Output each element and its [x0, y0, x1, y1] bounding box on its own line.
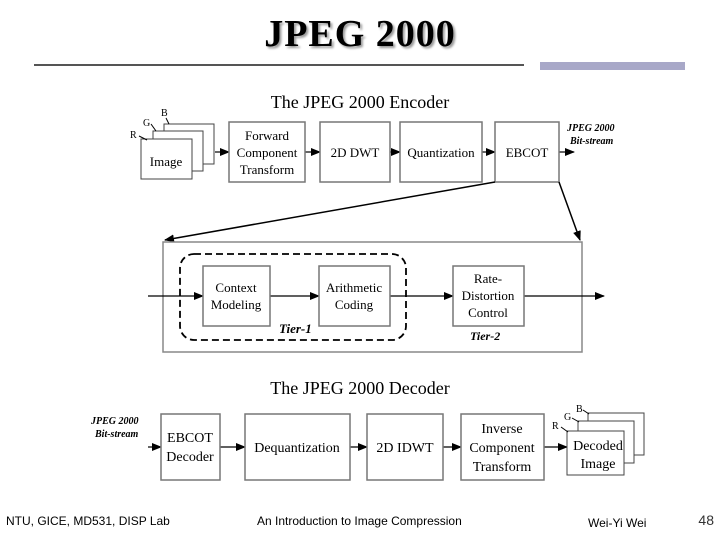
context-line-1: Context — [215, 280, 257, 295]
footer-author: Wei-Yi Wei — [588, 516, 647, 530]
dequantization-block — [244, 413, 351, 481]
context-modeling-block — [202, 265, 271, 327]
image-box — [140, 138, 193, 180]
decoded-line-2: Image — [581, 457, 616, 472]
channel-label-r: R — [130, 130, 137, 141]
decoder-bitstream-line-1: JPEG 2000 — [90, 416, 139, 427]
ebcot-block — [494, 121, 560, 183]
fct-line-2: Component — [237, 145, 298, 160]
slide-title: JPEG 2000 — [264, 13, 456, 55]
decoded-line-1: Decoded — [573, 439, 623, 454]
encoder-heading: The JPEG 2000 Encoder — [270, 92, 450, 112]
decoder-bitstream-line-2: Bit-stream — [94, 429, 139, 440]
inverse-component-transform-block — [460, 413, 545, 481]
title-underline — [34, 64, 524, 66]
ebcot-decoder-line-2: Decoder — [166, 450, 214, 465]
dwt-label: 2D DWT — [331, 145, 380, 160]
decoder-heading: The JPEG 2000 Decoder — [270, 378, 450, 398]
decoded-channel-label-r: R — [552, 421, 559, 432]
footer-lab: NTU, GICE, MD531, DISP Lab — [6, 514, 170, 528]
idwt-label: 2D IDWT — [376, 441, 434, 456]
expand-line-left — [164, 181, 496, 243]
encoder-diagram: Image B G R Forward Component Transform … — [130, 108, 615, 243]
ebcot-decoder-block — [160, 413, 221, 481]
decoded-channel-label-b: B — [576, 404, 583, 415]
decoder-diagram: JPEG 2000 Bit-stream EBCOT Decoder Dequa… — [90, 404, 645, 481]
fct-line-1: Forward — [245, 128, 290, 143]
arithmetic-coding-block — [318, 265, 391, 327]
decoded-channel-label-g: G — [564, 412, 571, 423]
ict-line-3: Transform — [473, 460, 532, 475]
tier1-label: Tier-1 — [279, 321, 312, 336]
ebcot-detail-diagram: Context Modeling Arithmetic Coding Rate-… — [148, 241, 605, 353]
dwt-block — [319, 121, 391, 183]
footer-course-title: An Introduction to Image Compression — [257, 514, 462, 528]
encoder-bitstream-line-2: Bit-stream — [569, 136, 614, 147]
image-label: Image — [150, 154, 183, 169]
idwt-block — [366, 413, 444, 481]
page-number: 48 — [698, 512, 714, 528]
ebcot-label: EBCOT — [506, 145, 549, 160]
quantization-block — [399, 121, 483, 183]
expand-line-right — [558, 181, 581, 241]
quantization-label: Quantization — [407, 145, 475, 160]
arith-line-1: Arithmetic — [326, 280, 383, 295]
tier1-dashed-region — [179, 253, 407, 341]
encoder-bitstream-line-1: JPEG 2000 — [566, 123, 615, 134]
decoded-image-box — [566, 430, 625, 476]
tier2-label: Tier-2 — [470, 329, 500, 343]
rate-distortion-control-block — [452, 265, 525, 327]
ict-line-1: Inverse — [481, 422, 522, 437]
title-accent-bar — [540, 62, 685, 70]
ebcot-decoder-line-1: EBCOT — [167, 431, 213, 446]
ict-line-2: Component — [469, 441, 534, 456]
context-line-2: Modeling — [211, 297, 262, 312]
forward-component-transform-block — [228, 121, 306, 183]
rdc-line-3: Control — [468, 305, 508, 320]
rdc-line-2: Distortion — [462, 288, 515, 303]
arith-line-2: Coding — [335, 297, 374, 312]
dequantization-label: Dequantization — [254, 441, 340, 456]
fct-line-3: Transform — [240, 162, 294, 177]
channel-label-g: G — [143, 118, 150, 129]
rdc-line-1: Rate- — [474, 271, 502, 286]
channel-label-b: B — [161, 108, 168, 119]
